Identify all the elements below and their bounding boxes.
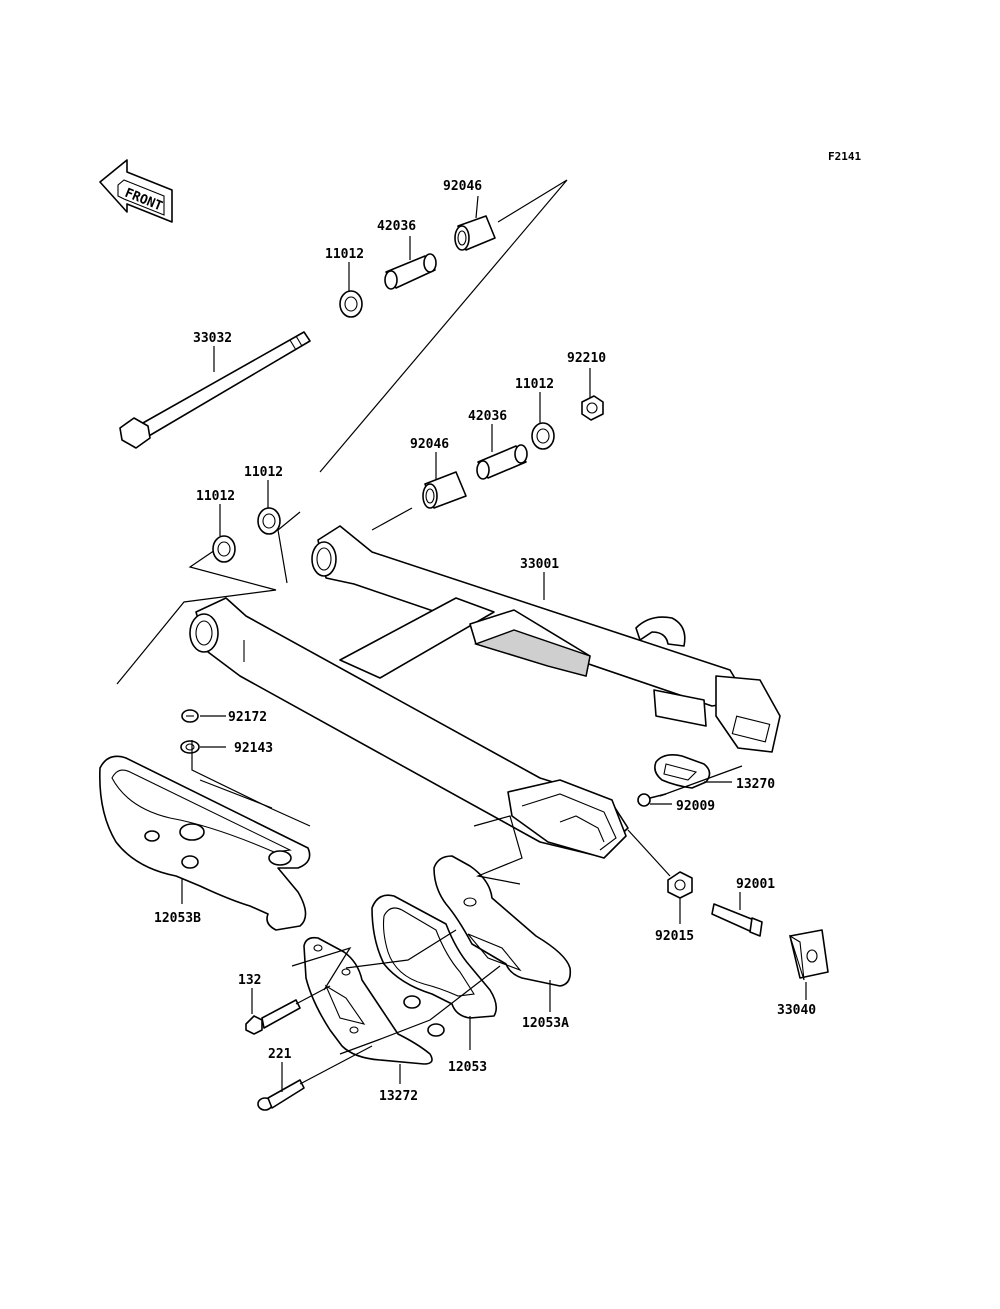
label-11012-left: 11012 [196, 489, 235, 504]
bolt-221 [257, 1079, 305, 1111]
pivot-shaft [119, 331, 311, 449]
label-92046-mid: 92046 [410, 437, 449, 452]
label-11012-top: 11012 [325, 247, 364, 262]
chain-guard-12053a [433, 855, 572, 987]
explode-lines [116, 179, 568, 685]
label-11012-mid: 11012 [244, 465, 283, 480]
figure-code: F2141 [828, 150, 861, 163]
washer-92143 [180, 740, 200, 754]
label-221: 221 [268, 1047, 292, 1062]
nut-92210 [581, 395, 604, 421]
bearing-upper [454, 215, 496, 251]
label-42036-mid: 42036 [468, 409, 507, 424]
label-33032: 33032 [193, 331, 232, 346]
label-92143: 92143 [234, 741, 273, 756]
collar-upper [339, 290, 363, 318]
chain-guide-12053 [371, 894, 498, 1037]
label-92210: 92210 [567, 351, 606, 366]
label-92001: 92001 [736, 877, 775, 892]
guide-plate-13272 [303, 936, 433, 1065]
label-13270: 13270 [736, 777, 775, 792]
part-labels: 92046 42036 11012 33032 92210 11012 4203… [154, 179, 816, 1104]
label-12053a: 12053A [522, 1016, 569, 1031]
label-92009: 92009 [676, 799, 715, 814]
label-132: 132 [238, 973, 261, 988]
label-33001: 33001 [520, 557, 559, 572]
label-12053: 12053 [448, 1060, 487, 1075]
leader-lines [181, 195, 807, 1092]
label-92015: 92015 [655, 929, 694, 944]
collar-mid [257, 507, 281, 535]
nut-92015 [667, 871, 693, 899]
swingarm [189, 525, 781, 859]
cap-13270 [654, 754, 711, 789]
label-92172: 92172 [228, 710, 267, 725]
bearing-mid [422, 471, 467, 509]
collar-right [531, 422, 555, 450]
front-arrow-icon: FRONT [99, 159, 173, 223]
adjuster-bolt-92001 [711, 903, 763, 937]
adjuster-block-33040 [789, 929, 829, 981]
bolt-132 [245, 999, 301, 1035]
label-33040: 33040 [777, 1003, 816, 1018]
label-92046-top: 92046 [443, 179, 482, 194]
label-13272: 13272 [379, 1089, 418, 1104]
bolt-92172 [181, 709, 199, 723]
collar-left [212, 535, 236, 563]
label-12053b: 12053B [154, 911, 201, 926]
sleeve-mid [476, 444, 528, 480]
label-11012-right: 11012 [515, 377, 554, 392]
sleeve-upper [384, 253, 437, 290]
label-42036-top: 42036 [377, 219, 416, 234]
chain-slider-12053b [99, 755, 311, 931]
